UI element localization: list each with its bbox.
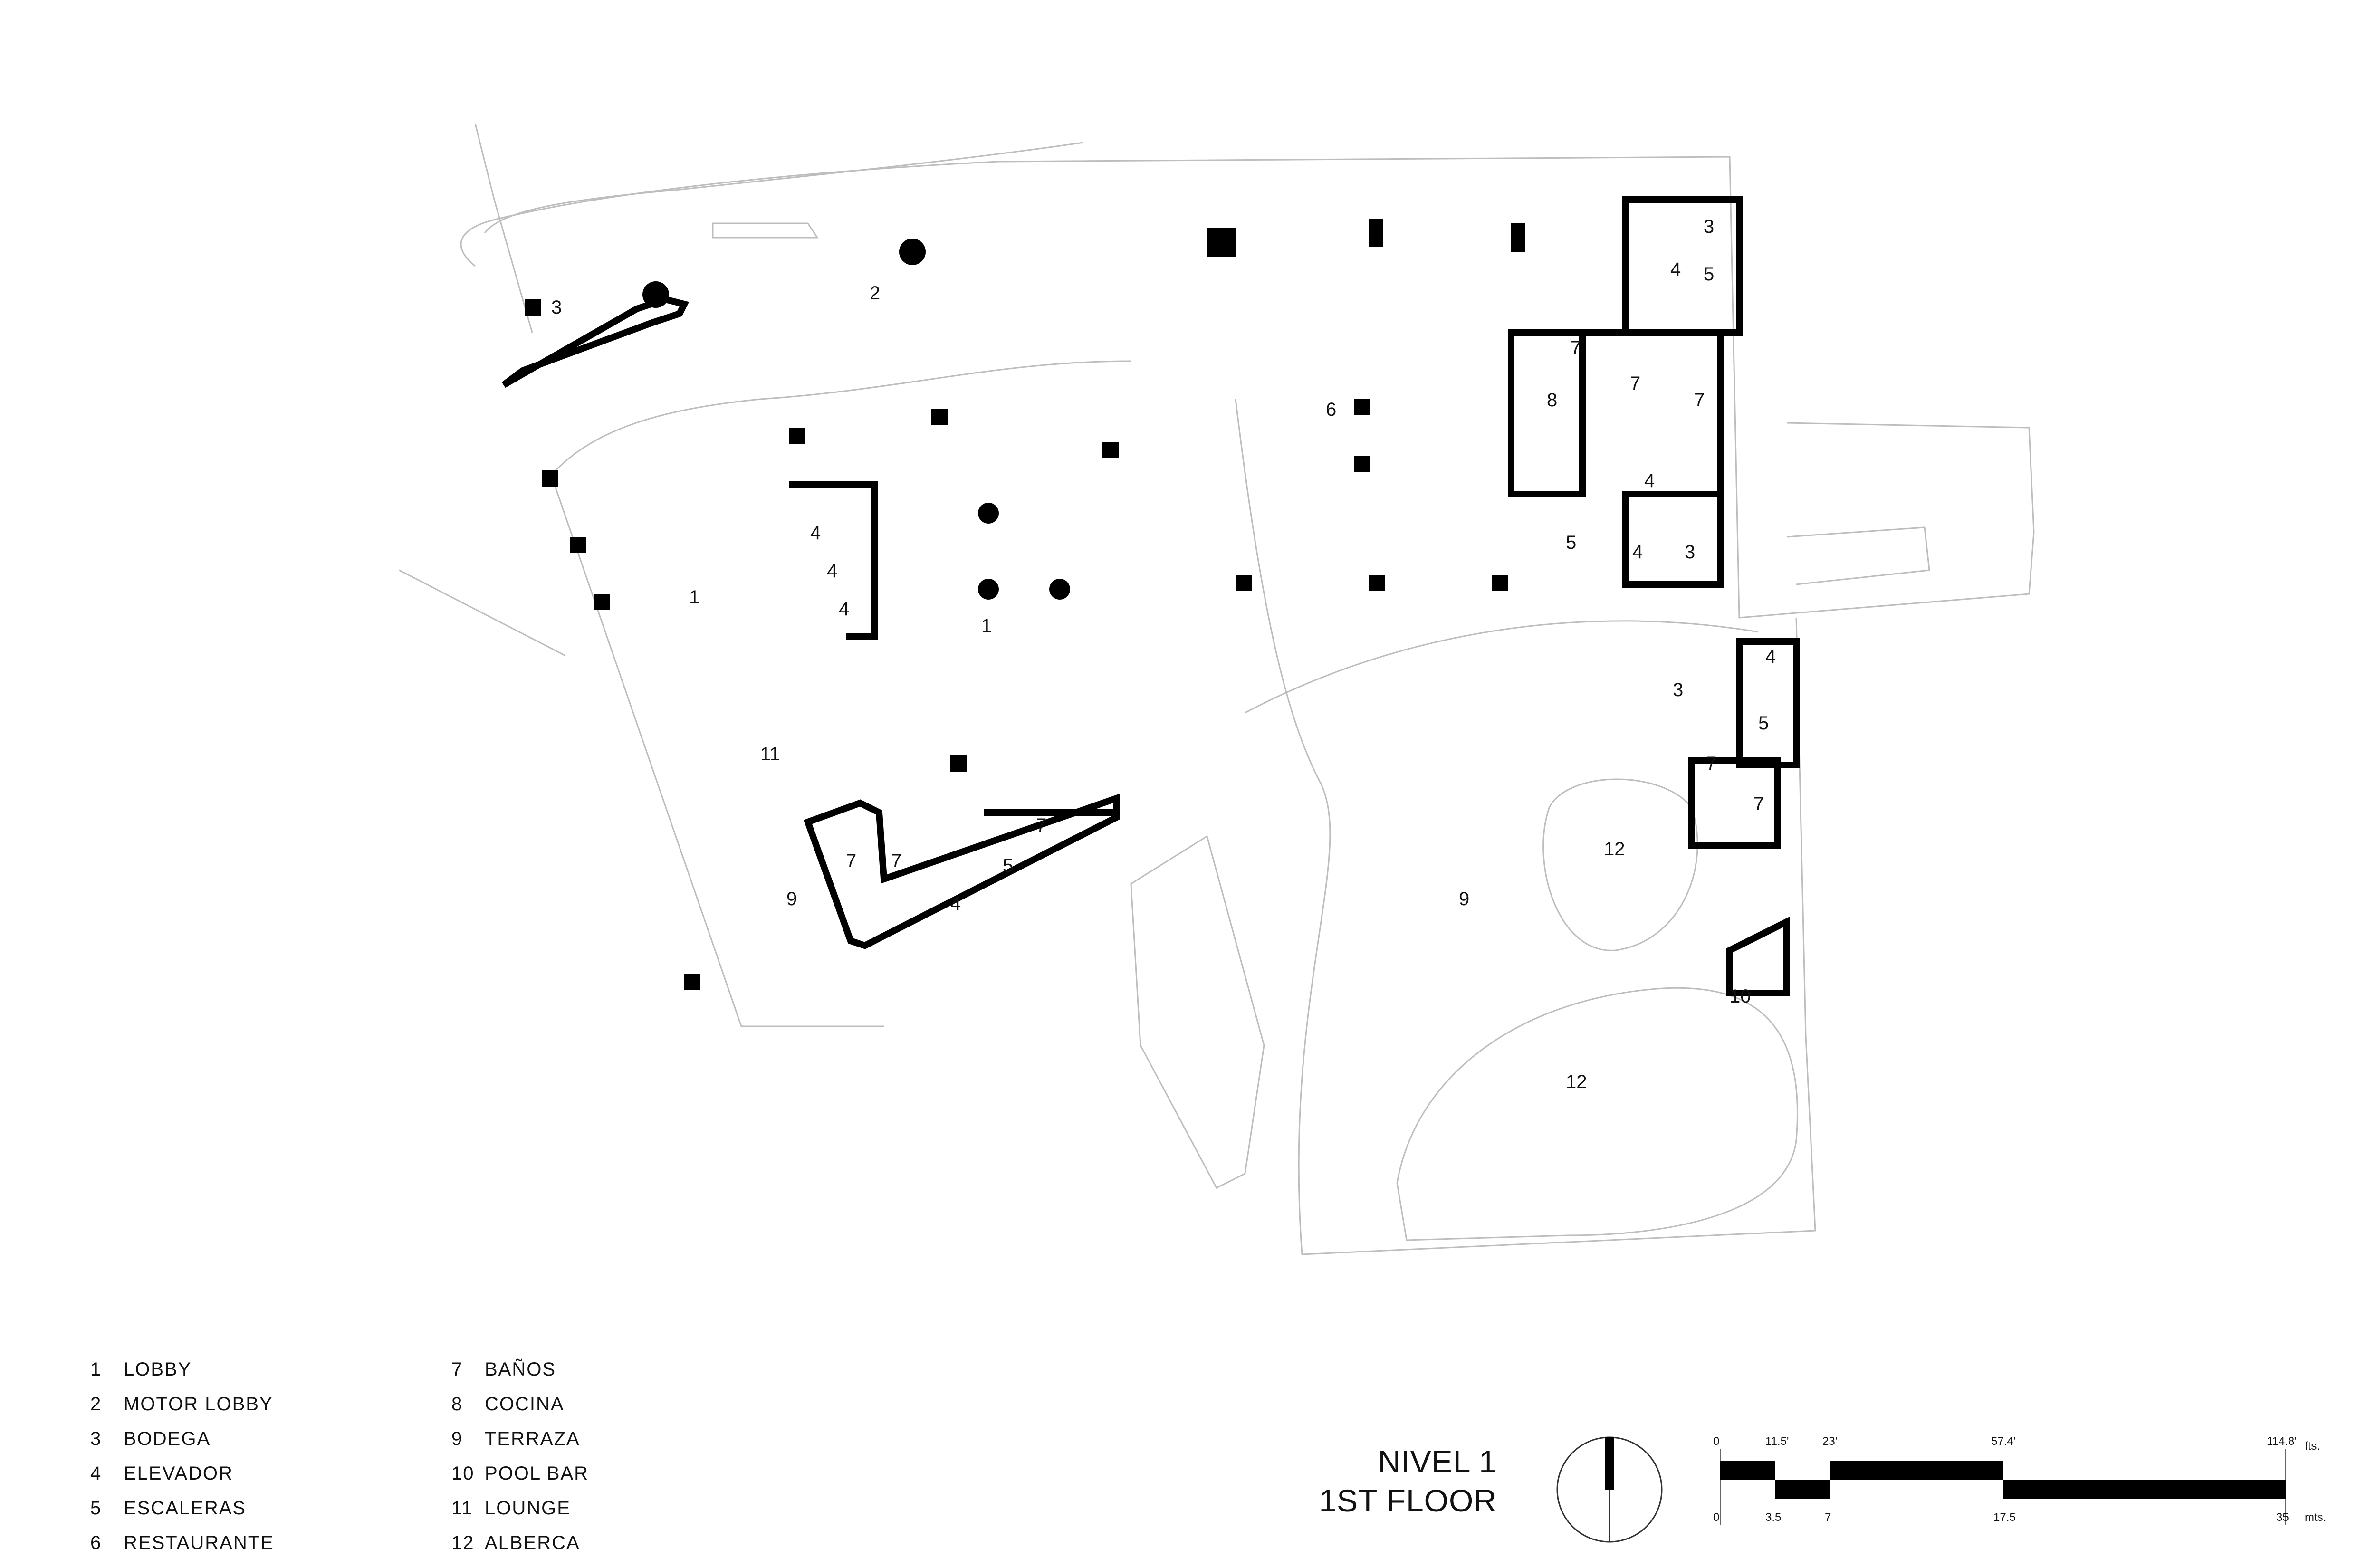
room-label: 4 [1765, 646, 1776, 667]
room-label: 9 [786, 889, 797, 909]
room-label: 3 [1685, 542, 1695, 563]
columns [525, 219, 1525, 990]
room-label: 7 [1706, 753, 1716, 774]
room-label: 3 [1673, 679, 1683, 700]
room-label: 4 [839, 599, 849, 620]
room-label: 12 [1566, 1071, 1587, 1092]
scale-label-meters: 35 [2276, 1511, 2289, 1524]
scale-bar [1720, 1449, 2286, 1525]
scale-label-feet: 0 [1713, 1435, 1720, 1448]
room-label: 7 [846, 851, 856, 871]
scale-label-feet: 11.5' [1765, 1435, 1789, 1448]
room-label: 4 [1644, 470, 1655, 491]
room-label: 7 [891, 851, 901, 871]
scale-label-meters: 0 [1713, 1511, 1720, 1524]
north-arrow [1556, 1436, 1663, 1543]
room-label: 5 [1758, 713, 1769, 734]
site-outline [399, 123, 2035, 1255]
title-line-2: 1ST FLOOR [1319, 1483, 1497, 1518]
room-label: 12 [1604, 839, 1625, 860]
room-label: 9 [1459, 889, 1469, 909]
title-line-1: NIVEL 1 [1378, 1444, 1497, 1479]
room-label: 7 [1753, 794, 1764, 814]
room-label: 4 [810, 523, 821, 544]
room-label: 2 [870, 283, 880, 304]
room-labels: 3 2 6 3 4 5 7 8 7 7 4 5 4 3 1 4 4 4 1 11… [551, 216, 1776, 1092]
scale-label-feet: 114.8' [2267, 1435, 2297, 1448]
room-label: 7 [1694, 390, 1705, 411]
room-label: 5 [1566, 532, 1576, 553]
room-label: 10 [1730, 986, 1751, 1007]
scale-unit-feet: fts. [2305, 1440, 2320, 1453]
room-label: 1 [981, 615, 992, 636]
room-label: 4 [1632, 542, 1643, 563]
room-label: 3 [1704, 216, 1714, 237]
scale-label-meters: 17.5 [1993, 1511, 2016, 1524]
room-label: 4 [827, 561, 837, 582]
room-label: 7 [1571, 337, 1581, 358]
room-label: 4 [950, 893, 961, 914]
scale-label-meters: 7 [1825, 1511, 1831, 1524]
room-label: 5 [1704, 264, 1714, 285]
scale-label-feet: 23' [1822, 1435, 1838, 1448]
room-label: 7 [1630, 373, 1640, 394]
scale-label-feet: 57.4' [1991, 1435, 2016, 1448]
scale-label-meters: 3.5 [1765, 1511, 1782, 1524]
walls [501, 196, 1800, 996]
room-label: 11 [760, 744, 780, 765]
room-label: 7 [1036, 815, 1046, 836]
room-label: 4 [1670, 259, 1681, 280]
room-label: 3 [551, 297, 562, 318]
drawing-title: NIVEL 1 1ST FLOOR [1302, 1442, 1497, 1520]
room-label: 6 [1326, 399, 1336, 420]
room-label: 1 [689, 587, 699, 608]
scale-unit-meters: mts. [2305, 1511, 2327, 1524]
room-label: 8 [1547, 390, 1557, 411]
room-label: 5 [1003, 855, 1013, 876]
